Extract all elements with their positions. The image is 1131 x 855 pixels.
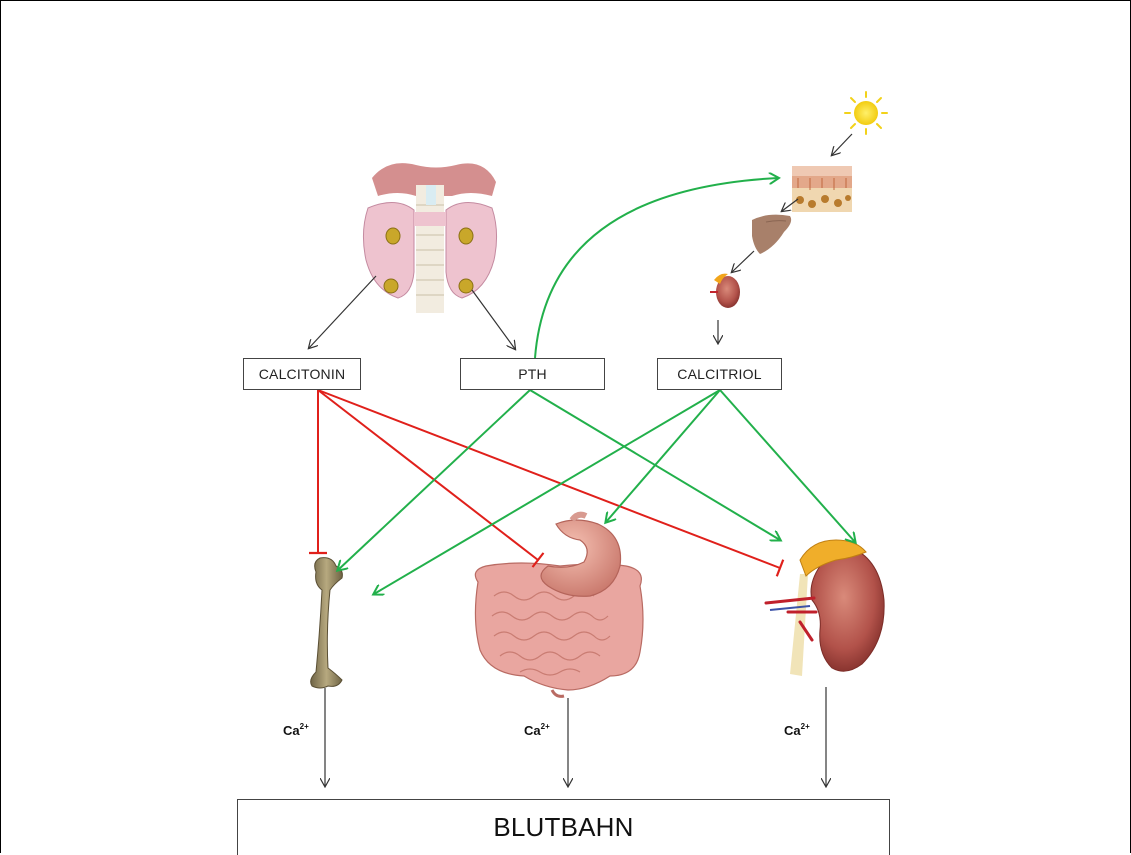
arrow-thyroid-to-calcitonin [309, 276, 376, 348]
calcium-label-kidney: Ca2+ [784, 722, 810, 738]
calcitriol-box: CALCITRIOL [657, 358, 782, 390]
stimulate-pth-skin [535, 178, 778, 358]
arrow-thyroid-to-pth [472, 290, 515, 349]
pth-box: PTH [460, 358, 605, 390]
calcitonin-box: CALCITONIN [243, 358, 361, 390]
blutbahn-box: BLUTBAHN [237, 799, 890, 855]
bone-icon [311, 558, 343, 688]
calcium-charge: 2+ [300, 722, 309, 731]
calcium-label-bone: Ca2+ [283, 722, 309, 738]
small-kidney-icon [710, 274, 740, 308]
thyroid-icon [363, 163, 496, 313]
skin-icon [792, 166, 852, 212]
inhibit-calcitonin-intestine [318, 390, 538, 560]
arrow-liver-to-kidney [732, 251, 754, 272]
arrow-sun-to-skin [832, 134, 852, 155]
calcium-charge: 2+ [801, 722, 810, 731]
calcium-symbol: Ca [524, 723, 541, 738]
intestine-icon [475, 515, 643, 697]
calcium-label-intestine: Ca2+ [524, 722, 550, 738]
stimulate-pth-bone [338, 390, 530, 570]
kidney-icon [766, 540, 884, 676]
inhibit-calcitonin-kidney [318, 390, 780, 568]
stomach-icon [541, 515, 621, 597]
calcium-charge: 2+ [541, 722, 550, 731]
stimulate-calcitriol-intestine [606, 390, 720, 522]
calcium-symbol: Ca [784, 723, 801, 738]
calcium-symbol: Ca [283, 723, 300, 738]
stimulate-calcitriol-kidney [720, 390, 855, 542]
sun-icon [845, 92, 887, 134]
liver-icon [752, 215, 791, 254]
stimulate-calcitriol-bone [374, 390, 720, 594]
